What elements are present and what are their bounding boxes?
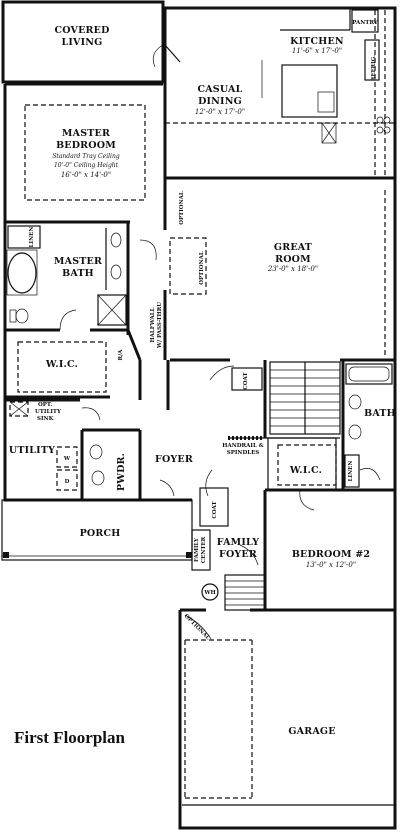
family-foyer-label: FAMILY xyxy=(217,537,260,548)
master-bedroom-label: MASTER xyxy=(62,128,110,139)
optional-label-2: OPTIONAL xyxy=(199,251,205,285)
optional-garage-label: OPTIONAL xyxy=(183,613,211,641)
master-bedroom-note-2: 10'-0" Ceiling Height xyxy=(54,162,119,169)
kitchen-dim: 11'-6" x 17'-0" xyxy=(292,47,342,55)
opt-utility-sink-label-2: UTILITY xyxy=(35,409,61,415)
master-bedroom-label-2: BEDROOM xyxy=(56,140,116,151)
stairs xyxy=(228,361,341,440)
casual-dining-label: CASUAL xyxy=(197,84,242,95)
covered-living-label-2: LIVING xyxy=(62,37,103,48)
foyer-label: FOYER xyxy=(155,454,193,465)
family-center-label-2: CENTER xyxy=(201,536,207,563)
bedroom-2-label: BEDROOM #2 xyxy=(292,549,370,560)
handrail-label-2: SPINDLES xyxy=(227,450,260,456)
porch-label: PORCH xyxy=(80,528,121,539)
covered-living-label: COVERED xyxy=(54,25,109,36)
master-bath-label: MASTER xyxy=(54,256,102,267)
kitchen-label: KITCHEN xyxy=(290,36,344,47)
wic-2-label: W.I.C. xyxy=(289,465,322,476)
garage-label: GARAGE xyxy=(288,726,335,737)
halfwall-label-2: W/ PASS-THRU xyxy=(157,302,163,349)
room-labels: COVERED LIVING KITCHEN 11'-6" x 17'-0" P… xyxy=(9,20,396,747)
casual-dining-dim: 12'-0" x 17'-0" xyxy=(195,108,245,116)
coat-label-2: COAT xyxy=(212,500,218,518)
refrig-label: REFRIG. xyxy=(371,55,377,81)
door-swings xyxy=(59,44,381,640)
washer-label: W xyxy=(63,456,71,462)
pwdr-label: PWDR. xyxy=(116,453,127,491)
halfwall-label: HALFWALL xyxy=(150,307,156,342)
master-bedroom-note-1: Standard Tray Ceiling xyxy=(52,153,120,160)
utility-label: UTILITY xyxy=(9,445,55,456)
bath-label: BATH xyxy=(364,408,396,419)
family-foyer-label-2: FOYER xyxy=(219,549,257,560)
ceiling-outlines xyxy=(17,10,386,486)
master-wic-label: W.I.C. xyxy=(45,359,78,370)
linen-label: LINEN xyxy=(29,227,35,248)
bath-fixtures xyxy=(6,228,393,601)
casual-dining-label-2: DINING xyxy=(198,96,242,107)
ra-label: R/A xyxy=(118,349,124,361)
master-bath-label-2: BATH xyxy=(62,268,94,279)
optional-label-1: OPTIONAL xyxy=(179,191,185,225)
pantry-label: PANTRY xyxy=(352,20,378,26)
bedroom-2-dim: 13'-0" x 12'-0" xyxy=(306,561,356,569)
water-heater-label: WH xyxy=(203,590,215,596)
plan-title: First Floorplan xyxy=(14,728,126,747)
linen-2-label: LINEN xyxy=(348,461,354,482)
great-room-dim: 23'-0" x 18'-0" xyxy=(267,265,318,273)
kitchen-fixtures xyxy=(164,8,391,144)
family-center-label: FAMILY xyxy=(194,538,200,562)
opt-utility-sink-label-3: SINK xyxy=(37,416,54,422)
dryer-label: D xyxy=(65,479,70,485)
great-room-label-2: ROOM xyxy=(275,254,311,265)
opt-utility-sink-label: OPT. xyxy=(38,402,52,408)
coat-label-1: COAT xyxy=(243,371,249,389)
handrail-label: HANDRAIL & xyxy=(222,443,263,449)
great-room-label: GREAT xyxy=(274,242,312,253)
master-bedroom-dim: 16'-0" x 14'-0" xyxy=(61,171,111,179)
